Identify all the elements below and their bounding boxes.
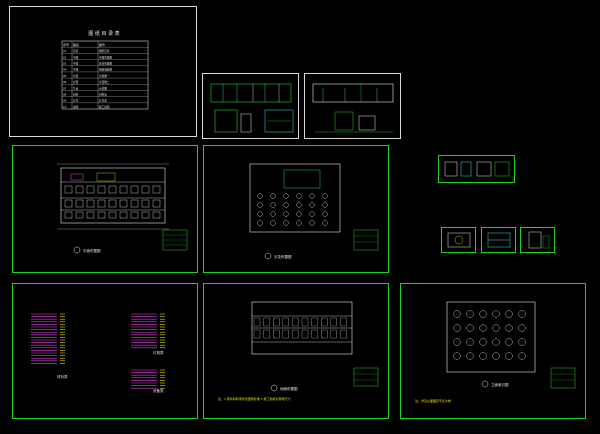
svg-text:材料表: 材料表 [57, 374, 68, 379]
plan-ceiling-graphic: 天花布置图 [249, 163, 379, 260]
index-cell: 07 [63, 86, 67, 90]
index-header-cell: 图号 [99, 42, 105, 47]
svg-text:立面索引图: 立面索引图 [491, 382, 509, 387]
index-cell: 材料表 [99, 92, 107, 96]
index-cell: 施工说明 [99, 105, 110, 109]
index-cell: 图纸目录 [99, 49, 110, 53]
svg-text:天花布置图: 天花布置图 [274, 254, 292, 259]
index-cell: 08 [63, 92, 67, 96]
index-cell: 05 [63, 74, 67, 78]
index-cell: 立面 [73, 74, 79, 78]
sheet-plan-layout[interactable]: 平面布置图 [12, 145, 198, 273]
detail-a-graphic [444, 161, 510, 177]
sheet-plan-floor[interactable]: 地面布置图 注：1.所有材料须符合国家标准 2.施工前核对现场尺寸 [203, 283, 389, 419]
index-cell: 大样图 [99, 86, 107, 90]
north-arrow-icon [481, 380, 489, 388]
index-title: 图 纸 目 录 表 [88, 30, 119, 37]
plan-floor-graphic: 地面布置图 注：1.所有材料须符合国家标准 2.施工前核对现场尺寸 [218, 301, 379, 401]
svg-text:灯具表: 灯具表 [153, 350, 164, 355]
index-cell: 平面 [73, 55, 79, 59]
index-header-cell: 序号 [63, 42, 69, 47]
svg-text:注：详见立面图及节点大样: 注：详见立面图及节点大样 [415, 398, 451, 403]
index-cell: 04 [63, 68, 67, 72]
sheet-detail-d[interactable] [520, 227, 555, 253]
sheet-plan-ceiling[interactable]: 天花布置图 [203, 145, 389, 273]
index-cell: 灯具表 [99, 99, 107, 103]
plan-layout-graphic: 平面布置图 [57, 163, 188, 254]
detail-b-graphic [447, 232, 471, 248]
index-cell: 10 [63, 105, 67, 109]
elevation-b-graphic [312, 83, 394, 133]
index-cell: 材料 [73, 92, 79, 96]
index-cell: 立面图一 [99, 74, 110, 78]
plan-index-graphic: 立面索引图 注：详见立面图及节点大样 [415, 301, 576, 403]
index-cell: 灯具 [73, 99, 79, 103]
sheet-detail-c[interactable] [481, 227, 516, 253]
index-cell: 立面 [73, 80, 79, 84]
index-cell: 09 [63, 99, 67, 103]
elevation-a-graphic [210, 83, 294, 133]
index-cell: 01 [63, 49, 67, 53]
sheet-plan-index[interactable]: 立面索引图 注：详见立面图及节点大样 [400, 283, 586, 419]
sheet-tables[interactable]: 材料表 灯具表 设备表 [12, 283, 198, 419]
index-cell: 03 [63, 62, 67, 66]
index-cell: 目录 [73, 49, 79, 53]
index-cell: 平面布置图 [99, 55, 112, 59]
index-cell: 平面 [73, 62, 79, 66]
sheet-detail-b[interactable] [441, 227, 476, 253]
north-arrow-icon [264, 252, 272, 260]
svg-text:设备表: 设备表 [153, 388, 164, 393]
index-header-cell: 图名 [73, 42, 79, 47]
detail-c-graphic [487, 232, 511, 248]
sheet-elevation-b[interactable] [304, 73, 401, 139]
north-arrow-icon [270, 384, 278, 392]
detail-d-graphic [528, 231, 550, 249]
sheet-elevation-a[interactable] [202, 73, 299, 139]
index-cell: 平面 [73, 68, 79, 72]
index-cell: 地面铺装图 [99, 68, 112, 72]
index-cell: 02 [63, 55, 67, 59]
svg-text:地面布置图: 地面布置图 [280, 386, 298, 391]
index-cell: 说明 [73, 105, 79, 109]
index-cell: 06 [63, 80, 67, 84]
north-arrow-icon [73, 246, 81, 254]
svg-text:注：1.所有材料须符合国家标准 2.施工前核对现场尺寸: 注：1.所有材料须符合国家标准 2.施工前核对现场尺寸 [218, 396, 291, 401]
index-cell: 天花布置图 [99, 62, 112, 66]
sheet-detail-a[interactable] [438, 155, 515, 183]
tables-graphic: 材料表 灯具表 设备表 [31, 313, 165, 393]
index-cell: 节点 [73, 86, 79, 90]
svg-text:平面布置图: 平面布置图 [83, 248, 101, 253]
index-cell: 立面图二 [99, 80, 110, 84]
